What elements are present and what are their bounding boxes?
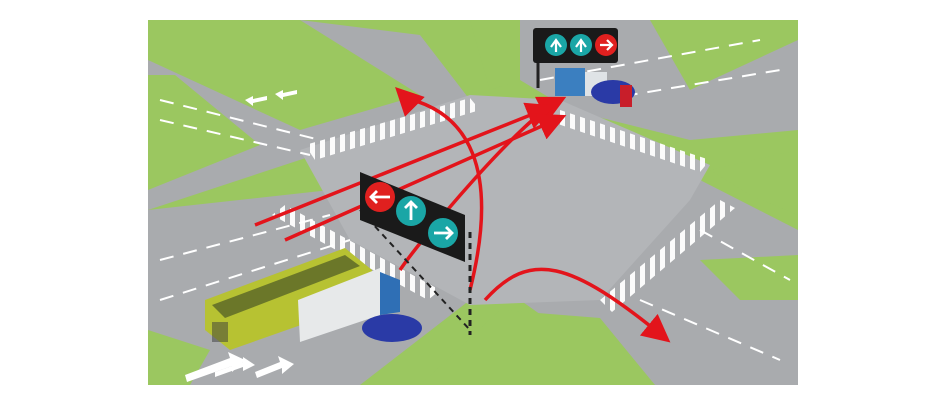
bottom-lane-arrows <box>185 352 294 382</box>
car-near <box>362 314 422 342</box>
crosswalk-lower-right <box>600 200 735 312</box>
motorcycle <box>620 85 632 107</box>
intersection-area <box>300 95 710 305</box>
grass-top-right <box>650 20 798 90</box>
grass-top <box>470 20 520 90</box>
truck-far <box>555 68 607 96</box>
bus <box>205 248 372 350</box>
truck <box>298 268 400 342</box>
illustration-frame <box>148 20 798 385</box>
grass-bottom <box>420 310 655 385</box>
route-arrows <box>254 87 671 343</box>
route-left-turn-1 <box>254 102 555 227</box>
traffic-signal-near <box>359 172 472 335</box>
grass-corner-top-left <box>148 20 420 130</box>
traffic-signal-far <box>533 28 618 88</box>
route-left-turn-2 <box>284 113 567 242</box>
grass-bottom-right <box>700 255 798 300</box>
grass-right <box>710 150 798 215</box>
grass-bottom-left <box>148 330 210 385</box>
route-right-turn <box>483 267 671 343</box>
grass-left <box>148 75 260 190</box>
crosswalk-top <box>305 98 480 160</box>
crosswalk-right <box>552 110 710 172</box>
